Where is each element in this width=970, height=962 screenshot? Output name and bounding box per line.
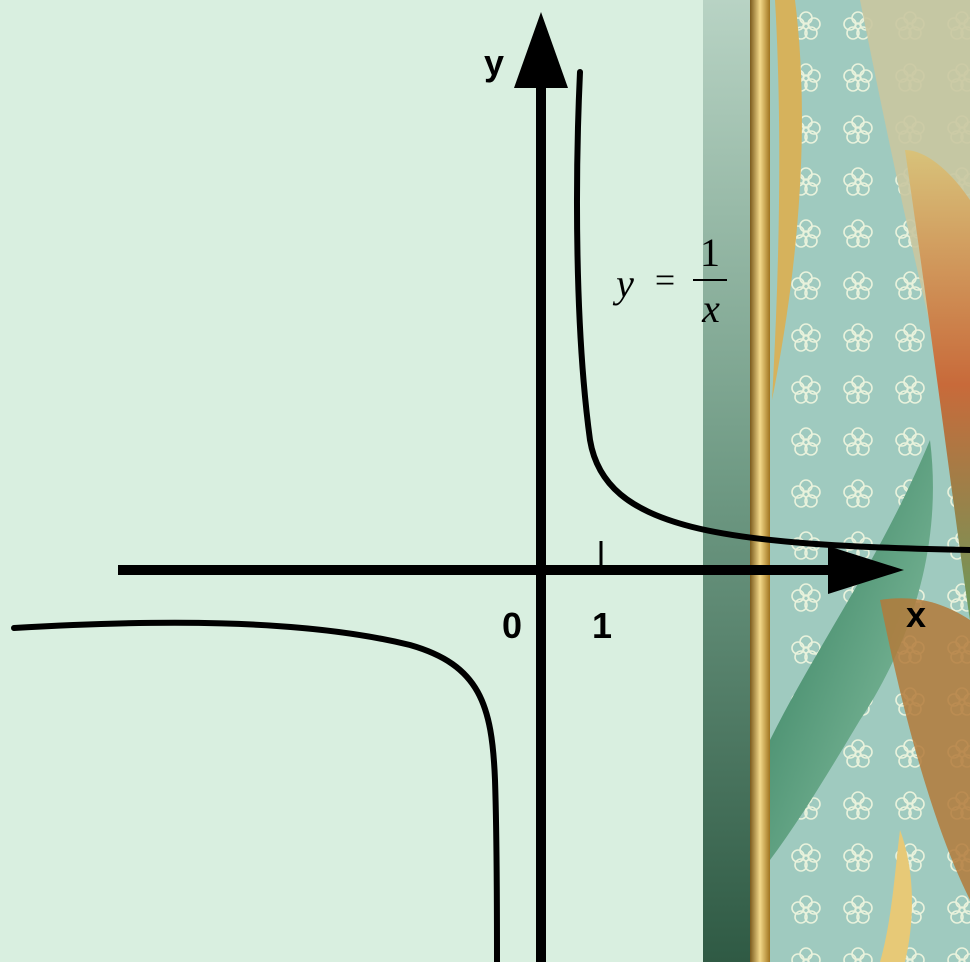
x-axis-arrowhead: [828, 546, 904, 594]
border-band: [703, 0, 750, 962]
formula-equals: =: [655, 260, 675, 300]
formula-numerator: 1: [700, 230, 720, 275]
axes: [118, 12, 904, 962]
gold-trim: [750, 0, 770, 962]
ribbon-copper: [880, 598, 970, 900]
formula-lhs: y: [612, 261, 634, 306]
function-formula: y = 1 x: [612, 230, 727, 331]
curve-branch-third-quadrant: [11, 619, 500, 962]
ribbon-orange: [905, 150, 970, 620]
y-axis-label: y: [484, 42, 504, 83]
ribbon-gold-small: [880, 830, 912, 962]
ribbon-gold: [772, 0, 802, 400]
formula-denominator: x: [701, 286, 720, 331]
curve-branch-first-quadrant: [574, 69, 970, 553]
tick-label-1: 1: [592, 605, 612, 646]
origin-label: 0: [502, 605, 522, 646]
y-axis-arrowhead: [514, 12, 568, 88]
x-axis-label: x: [906, 594, 926, 635]
decorative-border: [703, 0, 970, 962]
